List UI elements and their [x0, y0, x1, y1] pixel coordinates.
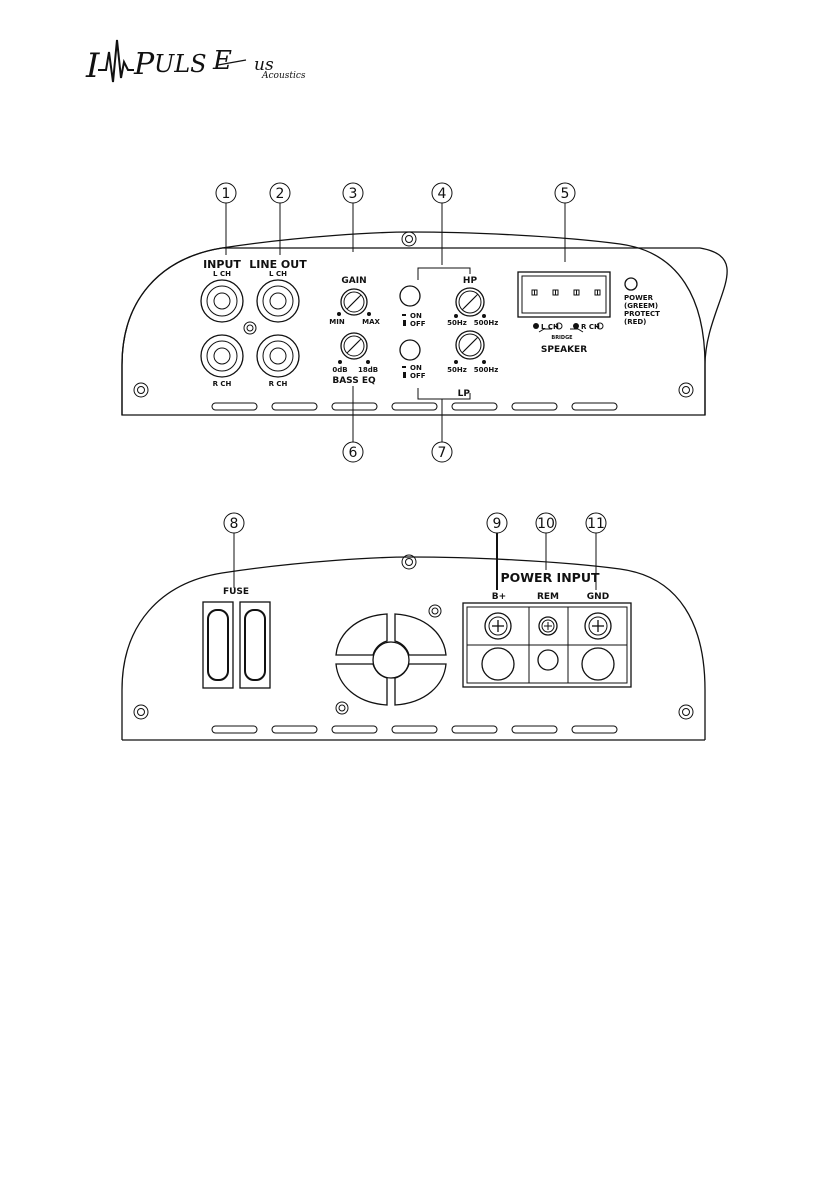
power-led-line-3: PROTECT	[624, 310, 660, 318]
speaker-lch-plus-icon	[533, 323, 539, 329]
input-rca-left-jack[interactable]	[201, 280, 243, 322]
power-led-line-4: (RED)	[624, 318, 646, 326]
callout-number-10: 10	[537, 516, 555, 532]
gnd-terminal-screw[interactable]	[585, 613, 611, 639]
power-input-label: POWER INPUT	[500, 570, 600, 585]
input-lch-label: L CH	[213, 270, 231, 278]
hp-freq-max-label: 500Hz	[474, 319, 499, 327]
callout-number-7: 7	[438, 445, 447, 461]
callout-number-5: 5	[561, 186, 570, 202]
lp-freq-max-label: 500Hz	[474, 366, 499, 374]
b-plus-terminal-screw[interactable]	[485, 613, 511, 639]
rear-panel: FUSE POWER INPUT B+ REM GND	[122, 555, 705, 740]
front-bottom-callouts: 6 7	[343, 386, 452, 462]
callout-number-6: 6	[349, 445, 358, 461]
lp-on-off-switch[interactable]	[400, 340, 420, 360]
fan-right-screw-icon	[429, 605, 441, 617]
gain-min-label: MIN	[329, 318, 345, 326]
fuse-left[interactable]	[203, 602, 233, 688]
callout-number-4: 4	[438, 186, 447, 202]
speaker-bridge-label: BRIDGE	[551, 335, 573, 341]
b-plus-label: B+	[492, 592, 506, 602]
logo-waveform	[98, 40, 134, 82]
power-protect-led-icon	[625, 278, 637, 290]
input-rch-label: R CH	[213, 380, 232, 388]
rem-terminal-screw[interactable]	[539, 617, 557, 635]
power-led-line-1: POWER	[624, 294, 654, 302]
callout-number-11: 11	[587, 516, 605, 532]
lp-switch-on-label: ON	[410, 364, 422, 372]
fuse-label: FUSE	[223, 587, 249, 597]
logo-letter-i: I	[85, 46, 100, 86]
power-led-line-2: (GREEM)	[624, 302, 658, 310]
lp-freq-min-label: 50Hz	[447, 366, 467, 374]
speaker-rch-plus-icon	[573, 323, 579, 329]
front-left-screw-icon	[134, 383, 148, 397]
speaker-label: SPEAKER	[541, 345, 587, 355]
rear-left-screw-icon	[134, 705, 148, 719]
front-vent-slots	[212, 403, 617, 410]
hp-label: HP	[463, 276, 478, 286]
hp-switch-on-label: ON	[410, 312, 422, 320]
bass-eq-min-label: 0dB	[332, 366, 347, 374]
lineout-rca-left-jack[interactable]	[257, 280, 299, 322]
gain-max-label: MAX	[362, 318, 380, 326]
rear-vent-slots	[212, 726, 617, 733]
front-right-screw-icon	[679, 383, 693, 397]
front-center-bolt-icon	[402, 232, 416, 246]
rca-ground-screw-icon	[244, 322, 256, 334]
bass-eq-max-label: 18dB	[358, 366, 378, 374]
input-rca-right-jack[interactable]	[201, 335, 243, 377]
fan-left-screw-icon	[336, 702, 348, 714]
front-panel: INPUT LINE OUT L CH L CH R CH R CH GAIN …	[122, 232, 727, 415]
b-plus-wire-entry[interactable]	[482, 648, 514, 680]
lp-switch-off-label: OFF	[410, 372, 426, 380]
callout-number-1: 1	[222, 186, 231, 202]
logo-letter-p: P	[133, 47, 155, 82]
callout-number-8: 8	[230, 516, 239, 532]
rear-panel-outline	[122, 557, 705, 740]
lineout-rch-label: R CH	[269, 380, 288, 388]
callout-number-3: 3	[349, 186, 358, 202]
callout-number-9: 9	[493, 516, 502, 532]
cooling-fan-grille	[336, 614, 446, 705]
logo-letter-e: E	[212, 46, 232, 76]
lp-frequency-knob[interactable]	[456, 331, 484, 359]
speaker-terminal-screws	[532, 290, 600, 295]
speaker-terminal-block[interactable]	[518, 272, 610, 317]
lp-label: LP	[458, 389, 471, 399]
bass-eq-label: BASS EQ	[332, 376, 376, 386]
logo-letters-uls: ULS	[154, 50, 207, 78]
gnd-label: GND	[587, 592, 609, 602]
gnd-wire-entry[interactable]	[582, 648, 614, 680]
rem-wire-entry[interactable]	[538, 650, 558, 670]
bass-eq-knob[interactable]	[341, 333, 367, 359]
callout-number-2: 2	[276, 186, 285, 202]
hp-on-off-switch[interactable]	[400, 286, 420, 306]
brand-logo: I P ULS E us Acoustics	[85, 40, 306, 86]
lineout-rca-right-jack[interactable]	[257, 335, 299, 377]
hp-freq-min-label: 50Hz	[447, 319, 467, 327]
rem-label: REM	[537, 592, 559, 602]
gain-knob[interactable]	[341, 289, 367, 315]
logo-tagline: Acoustics	[261, 71, 306, 81]
fuse-right[interactable]	[240, 602, 270, 688]
gain-label: GAIN	[341, 276, 366, 286]
hp-switch-off-label: OFF	[410, 320, 426, 328]
rear-right-screw-icon	[679, 705, 693, 719]
top-callouts: 1 2 3 4 5	[216, 183, 575, 265]
lineout-lch-label: L CH	[269, 270, 287, 278]
hp-frequency-knob[interactable]	[456, 288, 484, 316]
